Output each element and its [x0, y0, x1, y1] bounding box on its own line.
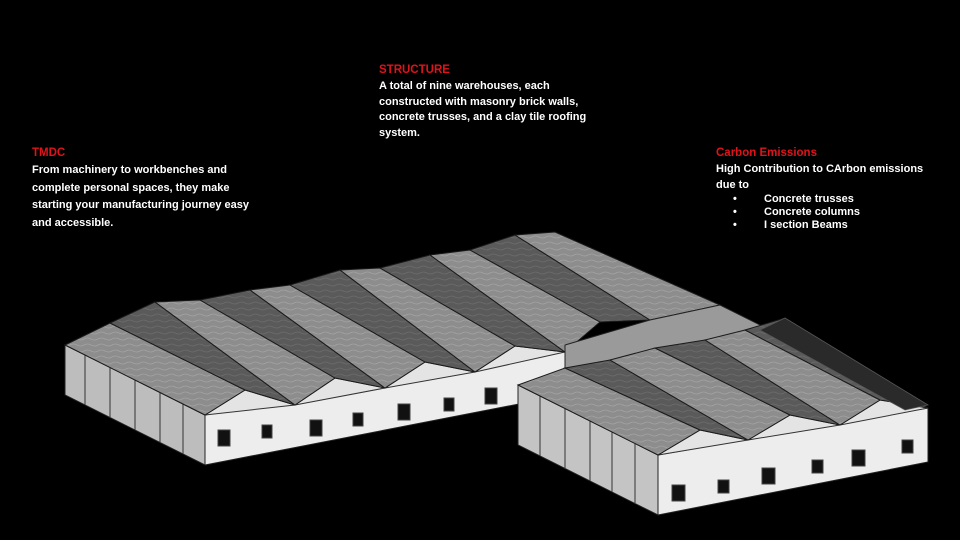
carbon-bullet-list: Concrete trusses Concrete columns I sect…: [716, 193, 951, 232]
carbon-line: High Contribution to CArbon emissions: [716, 163, 924, 175]
structure-line: system.: [379, 126, 420, 139]
carbon-heading: Carbon Emissions: [716, 147, 817, 159]
tmdc-note: TMDC From machinery to workbenches and c…: [32, 146, 282, 232]
structure-line: A total of nine warehouses, each: [379, 80, 550, 92]
list-item: I section Beams: [716, 219, 951, 232]
tmdc-line: complete personal spaces, they make: [32, 181, 230, 194]
list-item: Concrete columns: [716, 206, 951, 219]
carbon-line: due to: [716, 178, 749, 191]
structure-line: concrete trusses, and a clay tile roofin…: [379, 111, 587, 123]
tmdc-line: From machinery to workbenches and: [32, 164, 227, 176]
tmdc-line: and accessible.: [32, 216, 114, 229]
structure-heading: STRUCTURE: [379, 64, 450, 76]
right-wing: [516, 304, 930, 516]
tmdc-line: starting your manufacturing journey easy: [32, 199, 249, 211]
left-wing: [63, 231, 722, 466]
list-item: Concrete trusses: [716, 193, 951, 206]
structure-line: constructed with masonry brick walls,: [379, 95, 579, 108]
tmdc-heading: TMDC: [32, 147, 66, 159]
carbon-emissions-note: Carbon Emissions High Contribution to CA…: [716, 146, 951, 232]
structure-note: STRUCTURE A total of nine warehouses, ea…: [379, 63, 629, 141]
